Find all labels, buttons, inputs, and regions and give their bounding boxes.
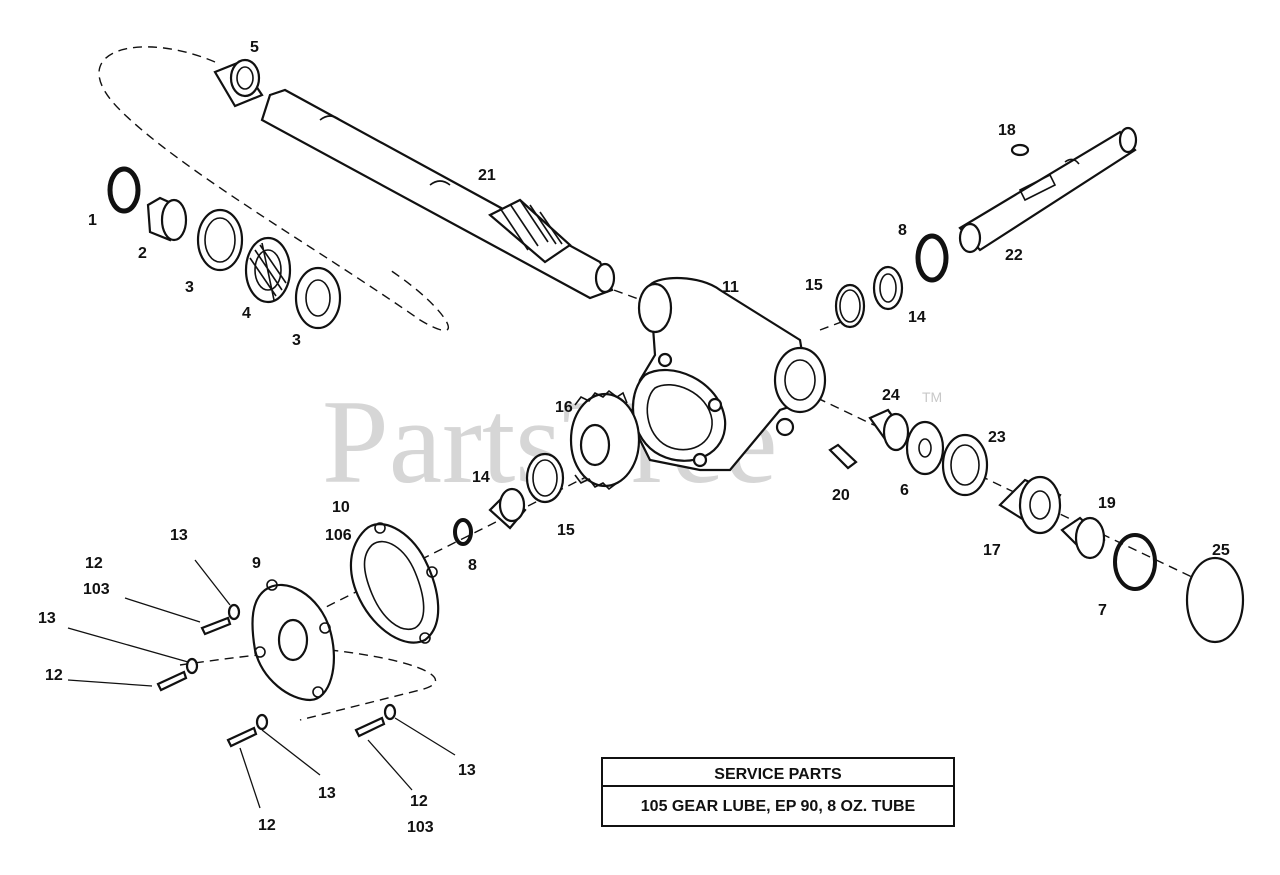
part-7-snap-ring <box>1113 533 1157 591</box>
part-14-bushing-right <box>872 265 904 311</box>
part-4-thrust-bearing <box>244 236 292 304</box>
callout-labels: 5 1 2 3 4 3 21 18 8 22 11 15 14 24 23 16… <box>38 39 1230 836</box>
callout-103a: 103 <box>83 581 110 598</box>
callout-9: 9 <box>252 555 261 572</box>
callout-12d: 12 <box>410 793 428 810</box>
part-21-worm-shaft <box>260 88 616 300</box>
part-24-bushing <box>868 408 910 452</box>
callout-20: 20 <box>832 487 850 504</box>
part-22-output-shaft <box>958 126 1138 254</box>
leader-lines <box>67 559 456 809</box>
callout-21: 21 <box>478 167 496 184</box>
callout-15a: 15 <box>805 277 823 294</box>
part-8-ring-left <box>453 518 473 546</box>
callout-5: 5 <box>250 39 259 56</box>
callout-8a: 8 <box>468 557 477 574</box>
callout-19: 19 <box>1098 495 1116 512</box>
callout-14a: 14 <box>908 309 926 326</box>
callout-13d: 13 <box>458 762 476 779</box>
callout-13b: 13 <box>38 610 56 627</box>
callout-6: 6 <box>900 482 909 499</box>
callout-8b: 8 <box>898 222 907 239</box>
callout-24: 24 <box>882 387 900 404</box>
service-parts-header: SERVICE PARTS <box>714 766 842 783</box>
callout-1: 1 <box>88 212 97 229</box>
bolt-lower-right <box>354 703 397 738</box>
callout-103b: 103 <box>407 819 434 836</box>
part-9-cover <box>251 579 335 702</box>
part-23-washer <box>941 433 989 497</box>
part-5-bushing <box>213 58 264 108</box>
part-3-washer-b <box>294 266 342 330</box>
part-8-ring-right <box>915 233 949 283</box>
callout-106: 106 <box>325 527 352 544</box>
callout-18: 18 <box>998 122 1016 139</box>
callout-22: 22 <box>1005 247 1023 264</box>
callout-17: 17 <box>983 542 1001 559</box>
callout-25: 25 <box>1212 542 1230 559</box>
part-19-bushing <box>1060 516 1106 560</box>
part-6-washer <box>905 420 945 476</box>
callout-16: 16 <box>555 399 573 416</box>
part-14-bushing-left <box>488 487 527 530</box>
part-10-gasket <box>349 522 440 644</box>
bolt-mid <box>156 657 199 692</box>
callout-12a: 12 <box>85 555 103 572</box>
service-parts-row: 105 GEAR LUBE, EP 90, 8 OZ. TUBE <box>641 798 916 815</box>
part-2-bushing <box>146 196 188 242</box>
part-17-bearing <box>998 475 1062 535</box>
callout-13c: 13 <box>318 785 336 802</box>
callout-12b: 12 <box>45 667 63 684</box>
bolt-lower-left <box>226 713 269 748</box>
callout-13a: 13 <box>170 527 188 544</box>
part-3-washer-a <box>196 208 244 272</box>
callout-3a: 3 <box>185 279 194 296</box>
callout-14b: 14 <box>472 469 490 486</box>
callout-7: 7 <box>1098 602 1107 619</box>
worm-gear-threads <box>488 198 572 264</box>
callout-12c: 12 <box>258 817 276 834</box>
bolt-upper <box>200 603 241 636</box>
part-20-set-screw <box>828 443 858 470</box>
service-parts-box: SERVICE PARTS 105 GEAR LUBE, EP 90, 8 OZ… <box>601 757 955 827</box>
callout-3b: 3 <box>292 332 301 349</box>
part-15-ring-right <box>834 283 866 329</box>
callout-10: 10 <box>332 499 350 516</box>
watermark-tm: TM <box>922 389 942 405</box>
callout-11: 11 <box>722 279 739 296</box>
part-16-spur-gear <box>569 389 641 491</box>
callout-23: 23 <box>988 429 1006 446</box>
callout-15b: 15 <box>557 522 575 539</box>
part-11-gear-housing <box>628 276 827 472</box>
part-25-cap <box>1185 556 1245 644</box>
part-1-ring <box>107 166 141 214</box>
callout-4: 4 <box>242 305 251 322</box>
callout-2: 2 <box>138 245 147 262</box>
part-15-ring-left <box>525 452 565 504</box>
part-18-key <box>1010 143 1030 157</box>
